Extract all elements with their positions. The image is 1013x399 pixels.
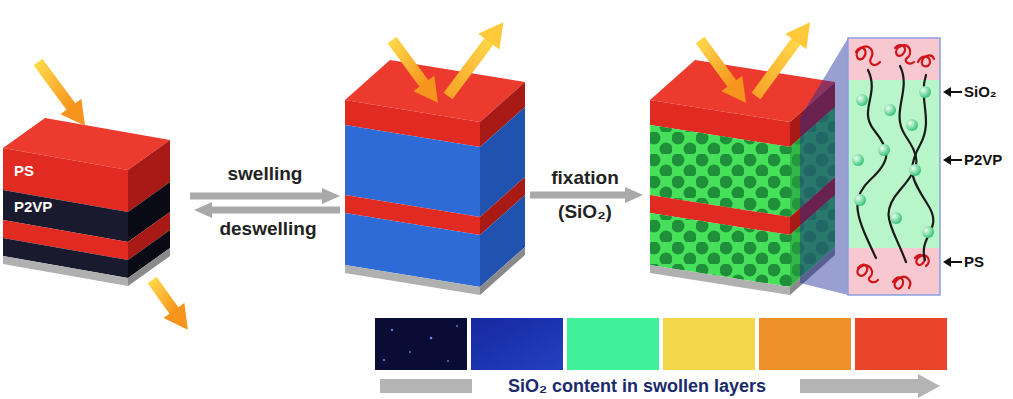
ps-chain xyxy=(918,55,934,66)
color-swatch xyxy=(409,351,411,353)
process-arrow xyxy=(211,207,340,214)
silica-particle xyxy=(854,194,866,206)
process-arrow xyxy=(190,188,340,218)
film-block xyxy=(345,265,480,295)
color-swatch xyxy=(375,318,947,370)
leader-arrow xyxy=(943,257,951,267)
color-swatch xyxy=(430,337,433,340)
process-label: fixation (SiO₂) xyxy=(535,161,635,229)
leader-arrow xyxy=(943,87,951,97)
ps-chain xyxy=(856,45,934,289)
color-swatch xyxy=(447,360,449,362)
layer-label: P2VP xyxy=(14,198,52,215)
component-label: PS xyxy=(964,253,984,270)
light-arrow xyxy=(756,40,797,96)
light-arrow xyxy=(392,40,425,85)
color-swatch xyxy=(855,318,947,370)
process-label: swelling xyxy=(228,163,303,185)
leader-arrow xyxy=(950,159,962,161)
ps-chain xyxy=(915,255,929,266)
film-block xyxy=(345,40,525,295)
component-label: SiO₂ xyxy=(964,83,997,100)
inset-panel xyxy=(848,38,940,80)
film-block xyxy=(3,118,170,286)
ps-chain xyxy=(895,45,914,63)
silica-particle xyxy=(856,94,868,106)
process-arrow xyxy=(625,187,643,203)
film-block xyxy=(128,248,170,286)
process-arrow xyxy=(194,202,212,218)
process-label: deswelling xyxy=(219,218,316,240)
ps-chain xyxy=(856,46,880,65)
layer-label: PS xyxy=(14,162,34,179)
p2vp-chain xyxy=(857,66,933,262)
silica-particle xyxy=(878,144,890,156)
light-arrow xyxy=(392,40,490,96)
silica-particle xyxy=(906,119,918,131)
ps-chain xyxy=(857,265,878,282)
gradient-arrow xyxy=(918,374,940,398)
light-arrow xyxy=(38,62,72,108)
component-label: P2VP xyxy=(964,151,1002,168)
color-swatch xyxy=(391,329,393,331)
color-swatch xyxy=(383,359,385,361)
leader-arrow xyxy=(950,261,962,263)
color-swatch xyxy=(759,318,851,370)
gradient-arrow xyxy=(380,374,940,398)
zoom-wedge xyxy=(800,38,848,295)
silica-particle xyxy=(919,86,931,98)
leader-arrow xyxy=(950,91,962,93)
film-block xyxy=(3,256,128,286)
color-swatch xyxy=(663,318,755,370)
leader-arrow xyxy=(943,155,951,165)
silica-particle xyxy=(852,154,864,166)
gradient-arrow xyxy=(800,379,919,393)
inset-panel xyxy=(848,38,940,295)
film-block xyxy=(650,265,790,295)
inset-panel xyxy=(848,38,940,295)
silica-particle xyxy=(890,212,902,224)
ps-chain xyxy=(893,277,910,289)
light-arrow xyxy=(700,40,797,96)
process-arrow xyxy=(530,187,643,203)
light-arrow xyxy=(38,62,175,312)
light-arrow xyxy=(448,40,490,96)
film-block xyxy=(480,247,525,295)
color-swatch xyxy=(375,318,467,370)
inset-panel xyxy=(848,248,940,295)
process-arrow xyxy=(190,193,323,200)
leader-arrow xyxy=(943,87,962,267)
light-arrow xyxy=(152,280,175,312)
process-arrow xyxy=(530,192,626,199)
silica-particle xyxy=(909,164,921,176)
silica-particle xyxy=(922,226,934,238)
gradient-arrow xyxy=(380,379,472,393)
silica-particle xyxy=(884,104,896,116)
process-arrow xyxy=(322,188,340,204)
light-arrow xyxy=(700,40,733,85)
color-swatch xyxy=(471,318,563,370)
color-swatch xyxy=(567,318,659,370)
silica-particle xyxy=(852,86,934,238)
color-swatch xyxy=(456,325,458,327)
axis-caption: SiO₂ content in swollen layers xyxy=(508,376,766,397)
